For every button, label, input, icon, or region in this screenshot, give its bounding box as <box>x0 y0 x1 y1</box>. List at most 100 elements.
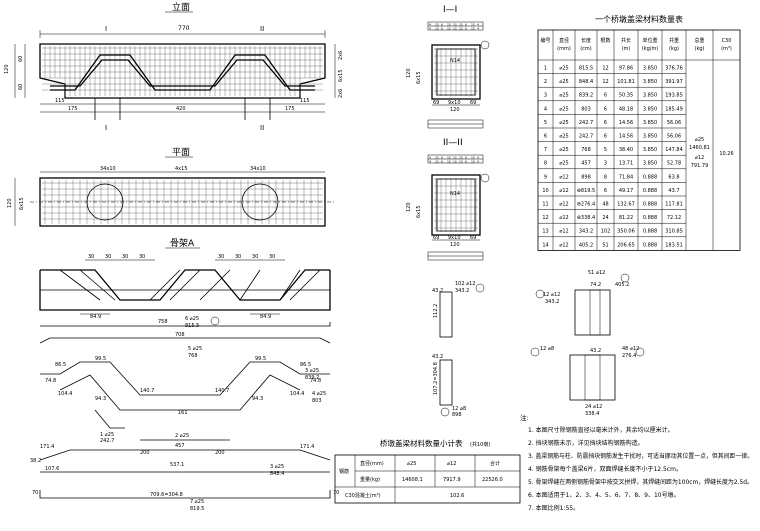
bar-161: 161 <box>178 410 188 416</box>
qty-cell: 6 <box>604 134 607 140</box>
qty-header: 单位重 <box>642 37 657 44</box>
note-1: 1. 本图尺寸除钢筋直径以毫米计外，其余均以厘米计。 <box>528 426 674 434</box>
section-mark-2-bot: II <box>260 124 264 132</box>
qty-cell: 117.81 <box>665 202 683 208</box>
bar-1-shape <box>94 409 125 429</box>
qty-cell: ⊕819.5 <box>577 188 596 194</box>
bar-num-18: 38.2 <box>30 458 41 464</box>
qty-cell: 6 <box>604 188 607 194</box>
bar-num-16: 70 <box>32 490 38 496</box>
s9-len: 898 <box>452 412 462 418</box>
qty-cell: ⌀25 <box>559 120 568 126</box>
bar-4-label: 4 ⌀25 <box>312 391 326 397</box>
qty-cell: 24 <box>602 215 608 221</box>
qty-cell: 183.51 <box>665 242 683 248</box>
bar-3b-label: 3 ⌀25 <box>270 464 284 470</box>
qty-cell: 0.888 <box>643 202 657 208</box>
sec1-bot-0: 69 <box>433 100 439 106</box>
s9-top: 43.2 <box>432 354 443 360</box>
qty-cell: 457 <box>581 161 591 167</box>
sec1-left-v2: 6x15 <box>416 71 422 84</box>
bar-num-2: 99.5 <box>255 356 266 362</box>
qty-cell: 56.06 <box>667 120 681 126</box>
qty-cell: ⌀25 <box>559 79 568 85</box>
qty-cell: 147.84 <box>665 147 683 153</box>
qty-cell: 768 <box>581 147 591 153</box>
bar-num-4: 74.8 <box>45 378 56 384</box>
qty-header: (cm) <box>580 46 592 52</box>
qty-cell: 3.850 <box>643 120 657 126</box>
sec-top-dim: 6 <box>465 23 467 27</box>
qty-total-12: 791.79 <box>691 163 709 169</box>
sec2-bot-1: 9x10 <box>448 235 461 241</box>
qty-cell: 6 <box>544 134 547 140</box>
s10-l-label: 12 ⌀8 <box>540 346 554 352</box>
bar-2-label: 2 ⌀25 <box>175 433 189 439</box>
qty-cell: 50.35 <box>619 93 633 99</box>
summary-w1: 7917.9 <box>443 477 461 483</box>
bar-num-11: 140.7 <box>215 388 229 394</box>
bar-537: 537.1 <box>170 462 184 468</box>
summary-row-head: 钢筋 <box>339 468 349 475</box>
qty-cell: 343.2 <box>579 229 593 235</box>
qty-header: (kg) <box>669 46 679 52</box>
sec1-bot-total: 120 <box>450 107 460 113</box>
sec-top-dim: 6 <box>465 156 467 160</box>
dim-bot-420: 420 <box>176 106 186 112</box>
elevation-beam-outline <box>39 43 326 99</box>
note-6: 6. 本图适用于1、2、3、4、5、6、7、8、9、10号墩。 <box>528 491 680 499</box>
bar-7-len: 819.5 <box>190 506 204 512</box>
qty-cell: 56.06 <box>667 134 681 140</box>
sec-top-dim: 15 <box>471 23 475 27</box>
bar-3-len: 839.2 <box>305 375 319 381</box>
sec-top-dim: 6 <box>441 160 443 164</box>
notes: 注: 1. 本图尺寸除钢筋直径以毫米计外，其余均以厘米计。 2. 挡块钢筋未示，… <box>520 413 753 512</box>
qty-cell: 48 <box>602 202 608 208</box>
qty-cell: 38.40 <box>619 147 633 153</box>
bar-3-shape <box>40 361 330 396</box>
sec-top-dim: 6 <box>465 160 467 164</box>
summary-table: 桥墩盖梁材料数量小计表 (共10墩) 钢筋 直径(mm) ⌀25 ⌀12 合计 … <box>334 438 521 504</box>
qty-cell: 185.49 <box>665 106 683 112</box>
sec2-bot-total: 120 <box>450 242 460 248</box>
qty-header: (kg/m) <box>642 46 659 52</box>
sec-top-dim: 15 <box>447 27 451 31</box>
qty-cell: 13 <box>542 229 548 235</box>
qty-cell: 6 <box>604 120 607 126</box>
plan-title: 平面 <box>172 147 190 158</box>
s14-label: 24 ⌀12 <box>585 404 602 410</box>
qty-cell: ⌀25 <box>559 147 568 153</box>
qty-cell: 43.7 <box>668 188 679 194</box>
sk-dim-2: 30 <box>122 254 128 260</box>
summary-w0: 14608.1 <box>402 477 423 483</box>
bar-200b: 200 <box>215 450 225 456</box>
qty-header: C30 <box>722 38 732 44</box>
qty-cell: 3.850 <box>643 134 657 140</box>
sec-top-dim: 4 <box>429 23 431 27</box>
s9-label: 12 ⌀8 <box>452 406 466 412</box>
qty-table-title: 一个桥墩盖梁材料数量表 <box>595 14 683 24</box>
elevation-title: 立面 <box>172 1 190 13</box>
bar-num-3: 86.5 <box>300 362 311 368</box>
dim-bot-175-l: 175 <box>68 106 78 112</box>
qty-cell: 3 <box>544 93 547 99</box>
qty-header: 长度 <box>581 37 591 44</box>
qty-cell: 0.888 <box>643 215 657 221</box>
qty-header: (m³) <box>721 46 732 52</box>
bar-num-5: 74.8 <box>310 378 321 384</box>
sec-top-dim: 15 <box>435 27 439 31</box>
dim-h120: 120 <box>4 64 10 74</box>
sec-top-dim: 4 <box>429 27 431 31</box>
qty-cell: 9 <box>544 174 547 180</box>
plan-dim-top-mid: 4x15 <box>175 166 188 172</box>
qty-cell: 3.850 <box>643 147 657 153</box>
qty-cell: 391.97 <box>665 79 683 85</box>
qty-cell: 898 <box>581 174 591 180</box>
bar-1-label: 1 ⌀25 <box>100 432 114 438</box>
bar-5-shape <box>39 337 331 344</box>
qty-cell: 839.2 <box>579 93 593 99</box>
qty-cell: ⌀25 <box>559 134 568 140</box>
qty-cell: 14.56 <box>619 120 633 126</box>
